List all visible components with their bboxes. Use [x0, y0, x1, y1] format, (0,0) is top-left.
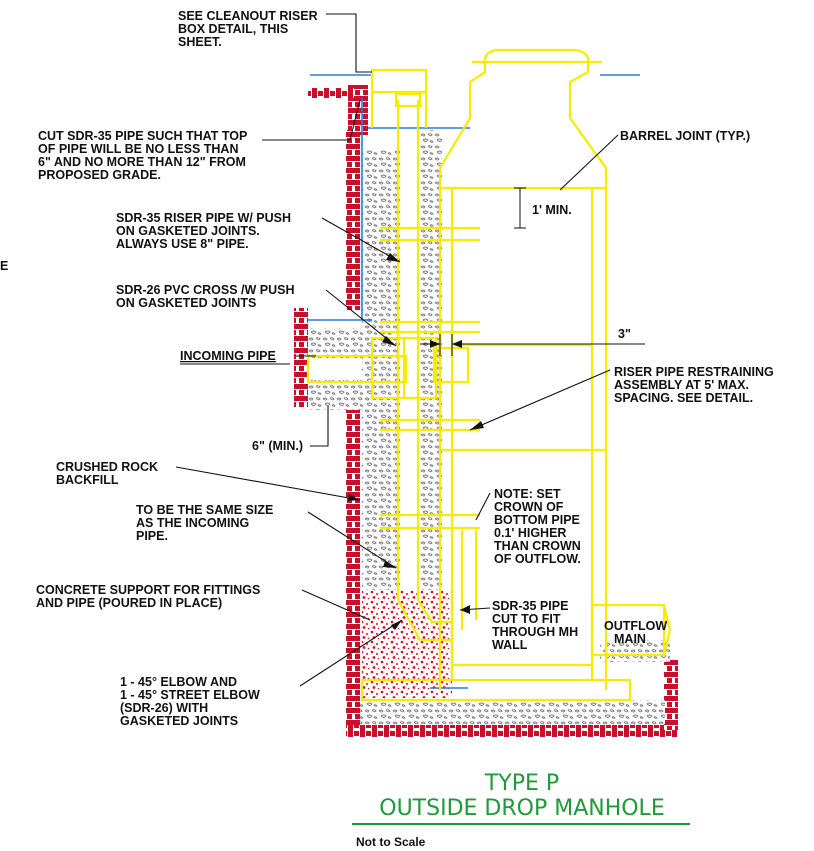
three-in-label: 3" [618, 327, 631, 341]
pvc-cross-label: SDR-26 PVC CROSS /W PUSH ON GASKETED JOI… [116, 283, 298, 310]
one-ft-min-dimension [514, 187, 526, 229]
crushed-rock-backfill [308, 130, 670, 724]
arrow-heads [348, 253, 484, 630]
incoming-pipe-label: INCOMING PIPE [180, 349, 276, 363]
cut-sdr35-label: CUT SDR-35 PIPE SUCH THAT TOP OF PIPE WI… [38, 129, 251, 182]
cleanout-riser-label: SEE CLEANOUT RISER BOX DETAIL, THIS SHEE… [178, 9, 321, 49]
barrel-joint-label: BARREL JOINT (TYP.) [620, 129, 750, 143]
note-crown-label: NOTE: SET CROWN OF BOTTOM PIPE 0.1' HIGH… [494, 487, 584, 566]
riser-pipe-label: SDR-35 RISER PIPE W/ PUSH ON GASKETED JO… [116, 211, 295, 251]
outflow-main-label: OUTFLOW MAIN [604, 619, 671, 646]
one-ft-min-label: 1' MIN. [532, 203, 572, 217]
stray-label: E [0, 259, 8, 273]
six-min-label: 6" (MIN.) [252, 439, 303, 453]
same-size-label: TO BE THE SAME SIZE AS THE INCOMING PIPE… [136, 503, 277, 543]
leader-lines [175, 13, 619, 687]
restraining-label: RISER PIPE RESTRAINING ASSEMBLY AT 5' MA… [614, 365, 777, 405]
title-line2: OUTSIDE DROP MANHOLE [379, 796, 664, 821]
scale-note: Not to Scale [356, 835, 426, 849]
concrete-support-label: CONCRETE SUPPORT FOR FITTINGS AND PIPE (… [36, 583, 264, 610]
manhole-structure [306, 48, 672, 702]
crushed-rock-label: CRUSHED ROCK BACKFILL [56, 460, 162, 487]
sdr35-cut-label: SDR-35 PIPE CUT TO FIT THROUGH MH WALL [492, 599, 582, 652]
concrete-support [362, 590, 452, 698]
elbows-label: 1 - 45° ELBOW AND 1 - 45° STREET ELBOW (… [120, 675, 263, 728]
title-line1: TYPE P [484, 771, 559, 796]
